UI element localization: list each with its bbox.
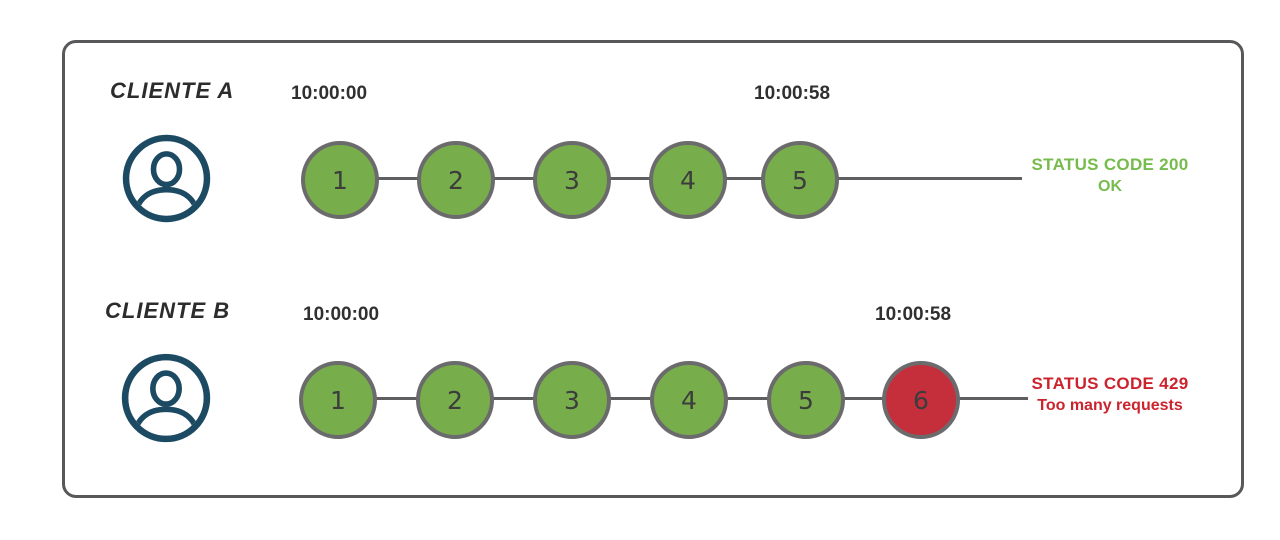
client-b-label: CLIENTE B <box>105 298 231 323</box>
request-circle: 5 <box>761 141 839 219</box>
user-circle-icon <box>120 132 213 225</box>
end-timestamp: 10:00:58 <box>875 304 952 325</box>
status-message: STATUS CODE 429 Too many requests <box>1027 373 1193 416</box>
diagram-frame <box>62 40 1244 498</box>
request-circle: 5 <box>767 361 845 439</box>
request-circle-limited: 6 <box>882 361 960 439</box>
request-circle: 3 <box>533 361 611 439</box>
start-timestamp: 10:00:00 <box>291 83 368 104</box>
request-circle: 4 <box>650 361 728 439</box>
client-a-label: CLIENTE A <box>110 78 235 103</box>
status-code-text: STATUS CODE 429 <box>1031 374 1189 393</box>
status-code-text: STATUS CODE 200 <box>1031 155 1189 174</box>
request-circle: 2 <box>417 141 495 219</box>
request-circle: 4 <box>649 141 727 219</box>
status-desc-text: Too many requests <box>1037 397 1183 414</box>
user-circle-icon <box>119 351 213 445</box>
request-circle: 1 <box>301 141 379 219</box>
status-message: STATUS CODE 200 OK <box>1027 154 1193 197</box>
request-circle: 1 <box>299 361 377 439</box>
end-timestamp: 10:00:58 <box>754 83 831 104</box>
start-timestamp: 10:00:00 <box>303 304 380 325</box>
request-circle: 2 <box>416 361 494 439</box>
request-circle: 3 <box>533 141 611 219</box>
status-desc-text: OK <box>1098 178 1122 195</box>
